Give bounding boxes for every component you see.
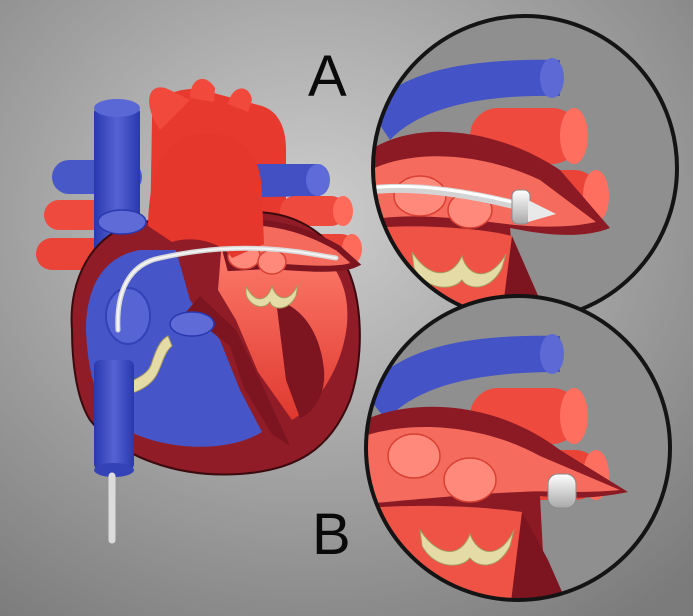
panel-label-a: A [308, 48, 347, 106]
inferior-vena-cava [94, 360, 134, 470]
panel-label-b: B [312, 506, 351, 564]
fossa-ovalis [106, 288, 150, 344]
